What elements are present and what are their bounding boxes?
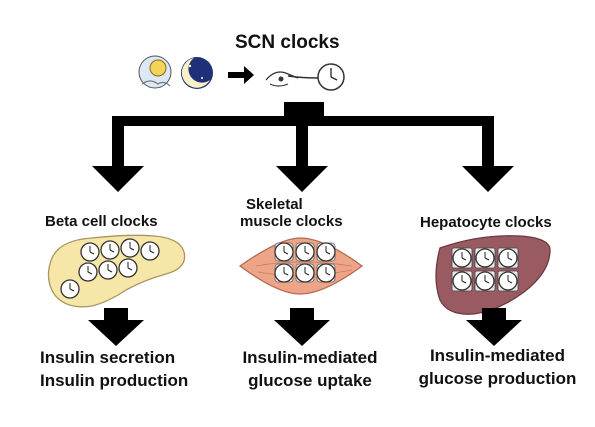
- sun-icon: [138, 55, 172, 89]
- skeletal-muscle-clocks-label: Skeletal muscle clocks: [240, 196, 343, 230]
- clock-icon: [317, 63, 345, 91]
- branch-connector: [92, 102, 514, 192]
- skeletal-label-line-2: muscle clocks: [240, 213, 343, 230]
- hepatocyte-outputs: Insulin-mediated glucose production: [410, 344, 585, 390]
- arrow-right-icon: [228, 66, 254, 84]
- diagram-title: SCN clocks: [235, 32, 340, 53]
- output-insulin-secretion: Insulin secretion: [40, 348, 176, 367]
- beta-cell-clocks-label: Beta cell clocks: [45, 213, 158, 230]
- muscle-illustration: [238, 237, 364, 295]
- output-glucose-uptake: glucose uptake: [248, 371, 372, 390]
- beta-cell-outputs: Insulin secretion Insulin production: [40, 346, 188, 392]
- eye-icon: [265, 71, 319, 87]
- skeletal-muscle-outputs: Insulin-mediated glucose uptake: [230, 346, 390, 392]
- output-insulin-mediated-uptake: Insulin-mediated: [242, 348, 378, 367]
- liver-illustration: [435, 235, 551, 315]
- skeletal-label-line-1: Skeletal: [246, 196, 303, 213]
- output-insulin-production: Insulin production: [40, 371, 189, 390]
- hepatocyte-clocks-label: Hepatocyte clocks: [420, 214, 552, 231]
- output-arrows: [88, 308, 522, 346]
- output-insulin-mediated-production: Insulin-mediated: [429, 346, 566, 365]
- moon-icon: [181, 57, 213, 89]
- pancreas-illustration: [47, 234, 186, 308]
- output-glucose-production: glucose production: [418, 369, 577, 388]
